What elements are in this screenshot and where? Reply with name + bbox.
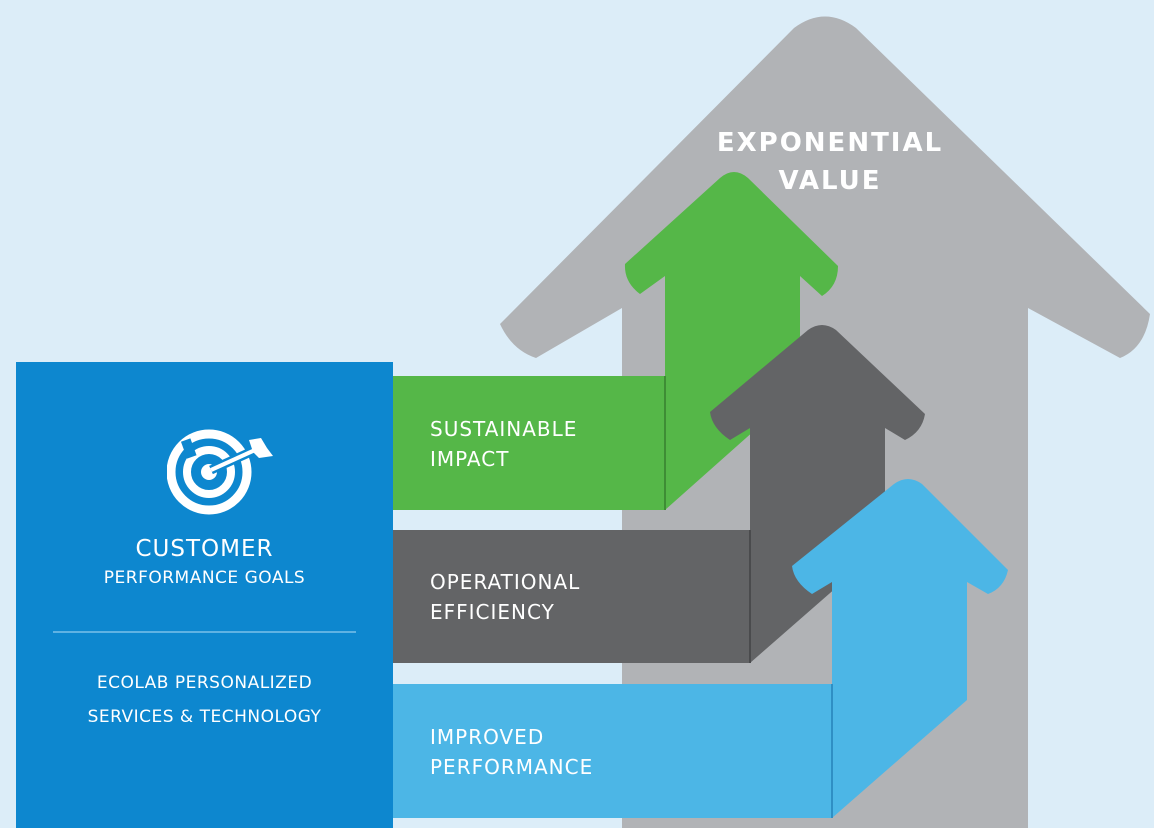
step-3-line-2: PERFORMANCE — [430, 755, 594, 779]
customer-subtitle: PERFORMANCE GOALS — [103, 568, 306, 588]
target-arrow-icon — [167, 429, 273, 515]
step-2-line-2: EFFICIENCY — [430, 600, 555, 624]
services-line-2: SERVICES & TECHNOLOGY — [87, 707, 322, 727]
sustainable-impact-label: SUSTAINABLE IMPACT — [430, 414, 577, 474]
headline-line-2: VALUE — [778, 166, 882, 196]
panel-divider — [53, 631, 356, 633]
ecolab-services-text: ECOLAB PERSONALIZED SERVICES & TECHNOLOG… — [16, 666, 393, 734]
step-3-line-1: IMPROVED — [430, 725, 545, 749]
customer-panel: CUSTOMER PERFORMANCE GOALS ECOLAB PERSON… — [16, 362, 393, 828]
services-line-1: ECOLAB PERSONALIZED — [96, 673, 313, 693]
exponential-value-title: EXPONENTIAL VALUE — [640, 124, 1020, 200]
operational-efficiency-label: OPERATIONAL EFFICIENCY — [430, 567, 580, 627]
improved-performance-arrow — [393, 479, 1008, 818]
operational-efficiency-arrow — [393, 325, 925, 663]
improved-performance-label: IMPROVED PERFORMANCE — [430, 722, 593, 782]
step-1-line-2: IMPACT — [430, 447, 510, 471]
customer-title: CUSTOMER — [135, 536, 274, 562]
headline-line-1: EXPONENTIAL — [716, 128, 944, 158]
step-2-line-1: OPERATIONAL — [430, 570, 581, 594]
step-1-line-1: SUSTAINABLE — [430, 417, 578, 441]
